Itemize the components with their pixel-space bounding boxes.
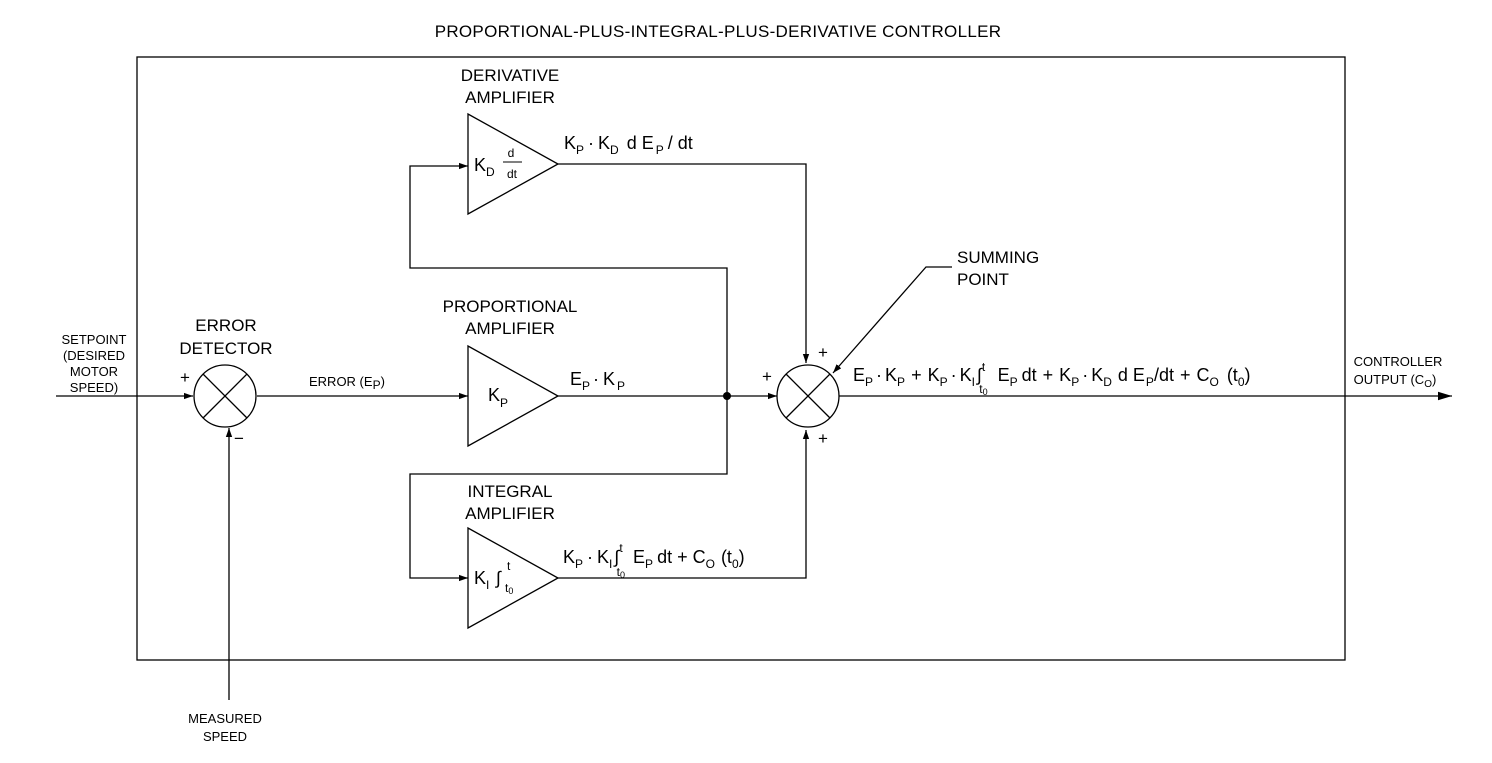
error-detector-plus: + xyxy=(180,368,190,387)
svg-text:OUTPUT (CO): OUTPUT (CO) xyxy=(1354,372,1437,390)
svg-text:SETPOINT: SETPOINT xyxy=(61,332,126,347)
error-detector xyxy=(193,364,257,428)
svg-text:AMPLIFIER: AMPLIFIER xyxy=(465,319,555,338)
integral-feed-line xyxy=(409,396,728,582)
integral-sign: ∫ xyxy=(494,568,502,588)
proportional-amplifier xyxy=(467,344,560,448)
svg-text:DETECTOR: DETECTOR xyxy=(179,339,272,358)
svg-text:CONTROLLER: CONTROLLER xyxy=(1354,354,1443,369)
integral-amplifier-label: INTEGRAL AMPLIFIER xyxy=(465,482,555,523)
derivative-dt: dt xyxy=(507,167,518,181)
summing-point-pointer xyxy=(832,266,952,374)
derivative-feed-line xyxy=(409,162,728,396)
svg-text:AMPLIFIER: AMPLIFIER xyxy=(465,88,555,107)
error-signal-label: ERROR (EP) xyxy=(309,374,385,392)
integral-upper-limit: t xyxy=(507,559,511,573)
integral-output-line xyxy=(558,430,810,579)
controller-output-label: CONTROLLER OUTPUT (CO) xyxy=(1354,354,1443,390)
summing-plus-left: + xyxy=(762,367,772,386)
error-detector-minus: − xyxy=(234,429,244,448)
error-detector-label: ERROR DETECTOR xyxy=(179,316,272,358)
svg-text:POINT: POINT xyxy=(957,270,1009,289)
proportional-gain: KP xyxy=(488,385,508,410)
derivative-gain: KD xyxy=(474,155,495,179)
svg-text:SPEED): SPEED) xyxy=(70,380,118,395)
svg-text:SUMMING: SUMMING xyxy=(957,248,1039,267)
derivative-amplifier-label: DERIVATIVE AMPLIFIER xyxy=(461,66,560,107)
svg-text:PROPORTIONAL: PROPORTIONAL xyxy=(443,297,578,316)
measured-speed-label: MEASURED SPEED xyxy=(188,711,262,744)
svg-text:(DESIRED: (DESIRED xyxy=(63,348,125,363)
svg-text:AMPLIFIER: AMPLIFIER xyxy=(465,504,555,523)
summing-point-label: SUMMING POINT xyxy=(957,248,1039,289)
svg-text:ERROR: ERROR xyxy=(195,316,256,335)
setpoint-label: SETPOINT (DESIRED MOTOR SPEED) xyxy=(61,332,126,395)
derivative-output-line xyxy=(558,163,810,363)
controller-boundary xyxy=(136,56,1346,661)
summing-point xyxy=(776,364,840,428)
svg-text:MEASURED: MEASURED xyxy=(188,711,262,726)
derivative-amplifier xyxy=(467,112,560,216)
integral-lower-limit: t0 xyxy=(505,581,513,596)
integral-amplifier xyxy=(467,526,560,630)
svg-text:MOTOR: MOTOR xyxy=(70,364,118,379)
integral-gain: KI xyxy=(474,568,489,592)
summing-plus-top: + xyxy=(818,343,828,362)
svg-text:DERIVATIVE: DERIVATIVE xyxy=(461,66,560,85)
diagram-title: PROPORTIONAL-PLUS-INTEGRAL-PLUS-DERIVATI… xyxy=(435,22,1002,41)
summing-plus-bottom: + xyxy=(818,429,828,448)
svg-text:INTEGRAL: INTEGRAL xyxy=(467,482,552,501)
proportional-amplifier-label: PROPORTIONAL AMPLIFIER xyxy=(443,297,578,338)
svg-text:SPEED: SPEED xyxy=(203,729,247,744)
derivative-d: d xyxy=(508,146,515,160)
